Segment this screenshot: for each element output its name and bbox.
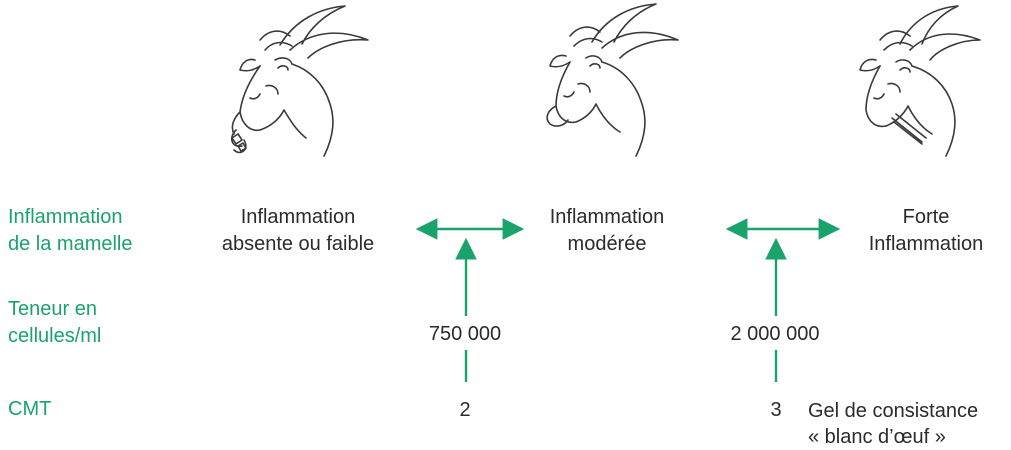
row-label-inflammation-line2: de la mamelle	[8, 233, 133, 255]
row-label-cells: Teneur en cellules/ml	[8, 296, 101, 350]
goat-head-strong-icon	[859, 5, 981, 157]
state-low: Inflammation absente ou faible	[208, 204, 388, 258]
row-label-inflammation-line1: Inflammation	[8, 206, 123, 228]
state-strong: Forte Inflammation	[846, 204, 1006, 258]
goat-head-calm-icon	[230, 5, 369, 157]
state-moderate: Inflammation modérée	[527, 204, 687, 258]
row-label-inflammation: Inflammation de la mamelle	[8, 204, 133, 258]
cmt-threshold-2: 3	[770, 399, 782, 421]
row-label-cmt: CMT	[8, 396, 51, 423]
state-strong-line2: Inflammation	[868, 233, 984, 255]
state-strong-line1: Forte	[902, 206, 950, 228]
cmt-note: Gel de consistance « blanc d’œuf »	[808, 398, 978, 450]
state-moderate-line2: modérée	[567, 233, 647, 255]
cells-threshold-2: 2 000 000	[730, 323, 820, 345]
state-moderate-line1: Inflammation	[549, 206, 665, 228]
cmt-note-line2: « blanc d’œuf »	[808, 426, 946, 448]
goat-head-moderate-icon	[546, 3, 679, 157]
state-low-line2: absente ou faible	[221, 233, 375, 255]
row-label-cmt-text: CMT	[8, 398, 52, 420]
cmt-threshold-1: 2	[459, 399, 471, 421]
state-low-line1: Inflammation	[240, 206, 356, 228]
cmt-note-line1: Gel de consistance	[808, 400, 979, 422]
cells-threshold-1: 750 000	[428, 323, 502, 345]
row-label-cells-line1: Teneur en	[8, 298, 97, 320]
row-label-cells-line2: cellules/ml	[8, 325, 102, 347]
